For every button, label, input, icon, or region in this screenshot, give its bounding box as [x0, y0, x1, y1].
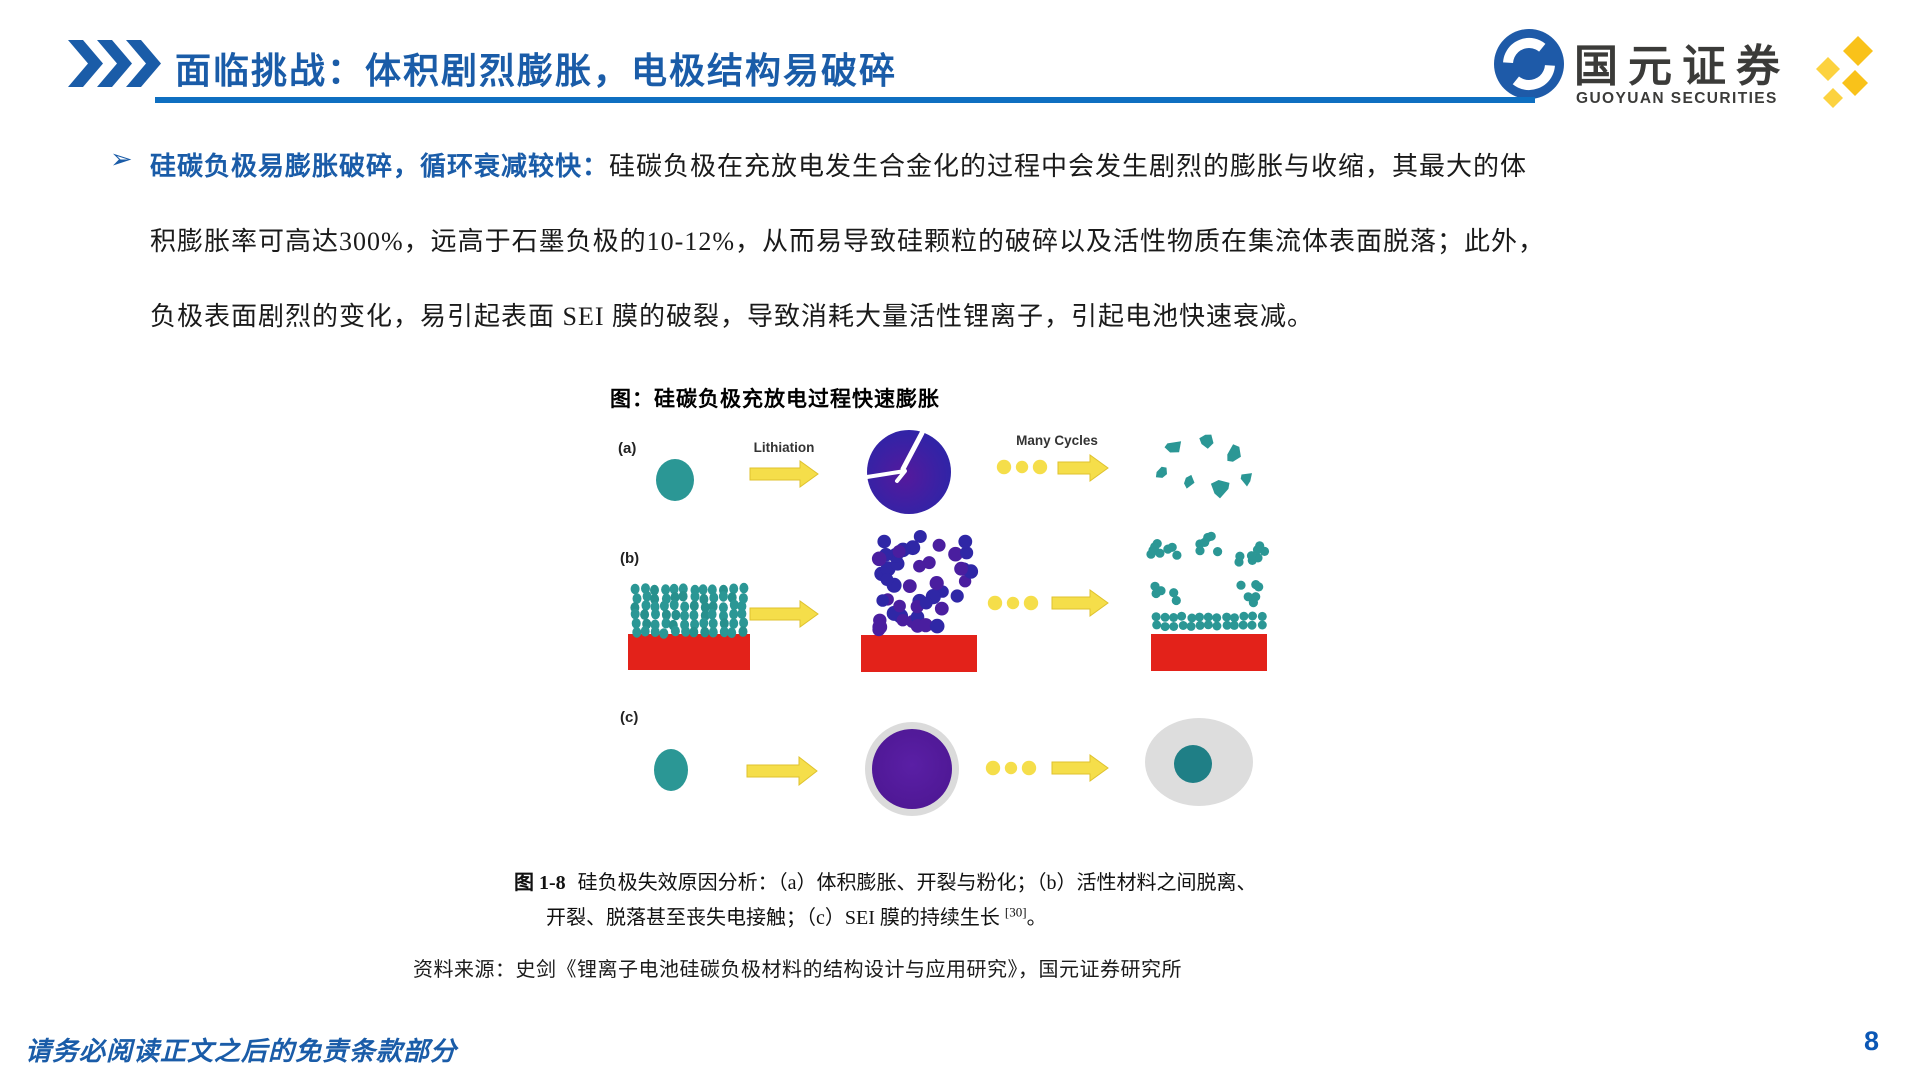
- figure-caption-line-1: 图 1-8 硅负极失效原因分析：（a）体积膨胀、开裂与粉化；（b）活性材料之间脱离…: [514, 866, 1257, 895]
- current-collector: [861, 635, 977, 672]
- logo-name-cn: 国元证券: [1574, 42, 1790, 91]
- disclaimer: 请务必阅读正文之后的免责条款部分: [25, 1037, 458, 1066]
- logo-name-en: GUOYUAN SECURITIES: [1576, 90, 1778, 107]
- electrode-particles-expanded: [871, 530, 979, 637]
- figure-caption-text: 。: [1026, 907, 1047, 929]
- body-paragraph-line-1: 硅碳负极易膨胀破碎，循环衰减较快：硅碳负极在充放电发生合金化的过程中会发生剧烈的…: [150, 146, 1570, 183]
- body-paragraph-line-2: 积膨胀率可高达300%，远高于石墨负极的10-12%，从而易导致硅颗粒的破碎以及…: [150, 227, 1545, 256]
- guoyuan-logo-mark: [1494, 29, 1564, 99]
- citation-ref: [30]: [1004, 904, 1027, 920]
- crack-icon: [865, 469, 907, 483]
- logo-gold-diamonds-icon: [1816, 36, 1873, 108]
- figure-caption-text: 开裂、脱落甚至丧失电接触；（c）SEI 膜的持续生长: [546, 907, 1005, 929]
- silicon-anode-failure-diagram: (a) (b) (c) Lithiation Many Cycles: [618, 430, 1270, 816]
- header-chevrons-icon: [68, 40, 164, 92]
- silicon-particle-c: [654, 749, 688, 791]
- row-c-label: (c): [620, 709, 638, 726]
- figure-title: 图：硅碳负极充放电过程快速膨胀: [610, 387, 940, 411]
- figure-source: 资料来源：史剑《锂离子电池硅碳负极材料的结构设计与应用研究》，国元证券研究所: [413, 959, 1182, 981]
- current-collector: [1151, 634, 1267, 671]
- lithiated-particle-c: [872, 729, 952, 809]
- body-paragraph-line-3: 负极表面剧烈的变化，易引起表面 SEI 膜的破裂，导致消耗大量活性锂离子，引起电…: [150, 302, 1315, 331]
- body-lead-text: 硅碳负极易膨胀破碎，循环衰减较快：: [150, 152, 610, 181]
- pulverized-fragments: [1155, 434, 1252, 499]
- shrunken-particle: [1174, 745, 1212, 783]
- figure-caption-line-2: 开裂、脱落甚至丧失电接触；（c）SEI 膜的持续生长 [30]。: [546, 901, 1047, 930]
- electrode-particles-initial: [630, 582, 749, 639]
- guoyuan-logo: 国元证券 GUOYUAN SECURITIES: [1492, 24, 1892, 115]
- row-b-label: (b): [620, 550, 639, 567]
- page-title: 面临挑战：体积剧烈膨胀，电极结构易破碎: [175, 51, 898, 91]
- figure-caption-text: 硅负极失效原因分析：（a）体积膨胀、开裂与粉化；（b）活性材料之间脱离、: [577, 872, 1257, 894]
- lithiated-particle-a: [867, 430, 951, 514]
- electrode-particles-detached: [1146, 531, 1270, 632]
- row-a-label: (a): [618, 440, 636, 457]
- bullet-arrow-icon: ➢: [110, 144, 133, 175]
- process-arrows: [746, 454, 1109, 787]
- page-number: 8: [1864, 1026, 1880, 1056]
- header-rule: [155, 97, 1535, 103]
- current-collector: [628, 634, 750, 670]
- silicon-particle-a: [656, 459, 694, 501]
- many-cycles-label: Many Cycles: [1016, 433, 1098, 448]
- lithiation-label: Lithiation: [754, 440, 815, 455]
- crack-icon: [900, 430, 925, 472]
- figure-caption-label: 图 1-8: [514, 872, 566, 894]
- body-text: 硅碳负极在充放电发生合金化的过程中会发生剧烈的膨胀与收缩，其最大的体: [609, 152, 1528, 181]
